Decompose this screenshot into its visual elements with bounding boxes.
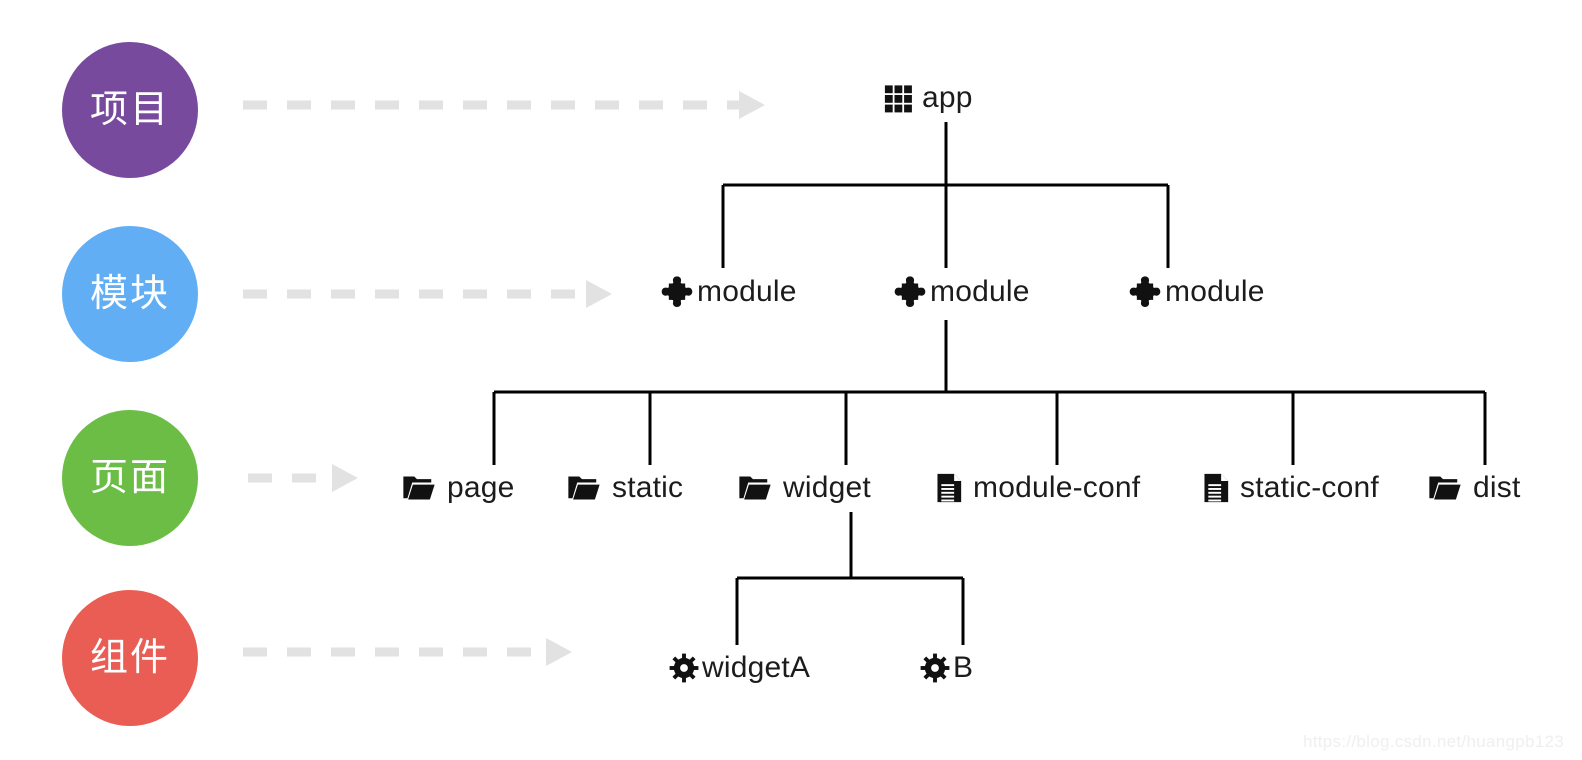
level-arrow-head-0 — [739, 91, 765, 119]
tree-node-module-conf[interactable]: module-conf — [933, 472, 1140, 504]
tree-node-label: app — [922, 81, 973, 114]
tree-node-module[interactable]: module — [1128, 275, 1265, 309]
tree-node-label: widget — [783, 471, 871, 504]
puzzle-icon — [893, 275, 927, 309]
tree-node-label: module — [930, 275, 1030, 308]
level-circle-label: 页面 — [89, 457, 170, 499]
level-arrow-head-1 — [586, 280, 612, 308]
level-circle-label: 组件 — [89, 637, 170, 679]
tree-node-dist[interactable]: dist — [1428, 471, 1521, 505]
level-arrow-head-2 — [332, 464, 358, 492]
tree-node-label: widgetA — [702, 651, 811, 684]
gear-icon — [669, 653, 699, 683]
folder-icon — [402, 471, 436, 505]
level-circle-3: 组件 — [62, 590, 198, 726]
watermark-text: https://blog.csdn.net/huangpb123 — [1302, 732, 1564, 751]
tree-node-label: module — [1165, 275, 1265, 308]
level-circle-0: 项目 — [62, 42, 198, 178]
level-circle-label: 模块 — [89, 273, 170, 315]
grid-icon — [884, 83, 914, 113]
tree-node-static-conf[interactable]: static-conf — [1200, 472, 1379, 504]
tree-node-b[interactable]: B — [920, 653, 973, 683]
gear-icon — [920, 653, 950, 683]
tree-node-label: static-conf — [1240, 471, 1379, 504]
tree-node-static[interactable]: static — [567, 471, 683, 505]
tree-node-label: module-conf — [973, 471, 1141, 504]
tree-node-page[interactable]: page — [402, 471, 515, 505]
folder-icon — [738, 471, 772, 505]
file-icon — [933, 472, 965, 504]
folder-icon — [567, 471, 601, 505]
tree-node-label: dist — [1473, 471, 1521, 504]
folder-icon — [1428, 471, 1462, 505]
tree-node-app[interactable]: app — [884, 83, 973, 113]
level-arrow-head-3 — [546, 638, 572, 666]
puzzle-icon — [660, 275, 694, 309]
tree-node-label: page — [447, 471, 515, 504]
tree-node-label: B — [953, 651, 974, 684]
tree-node-label: module — [697, 275, 797, 308]
tree-node-module[interactable]: module — [660, 275, 797, 309]
file-icon — [1200, 472, 1232, 504]
level-circle-1: 模块 — [62, 226, 198, 362]
tree-node-widget[interactable]: widget — [738, 471, 871, 505]
tree-node-label: static — [612, 471, 684, 504]
puzzle-icon — [1128, 275, 1162, 309]
level-circle-label: 项目 — [89, 89, 170, 131]
tree-node-module[interactable]: module — [893, 275, 1030, 309]
tree-node-widgeta[interactable]: widgetA — [669, 653, 810, 683]
level-circle-2: 页面 — [62, 410, 198, 546]
